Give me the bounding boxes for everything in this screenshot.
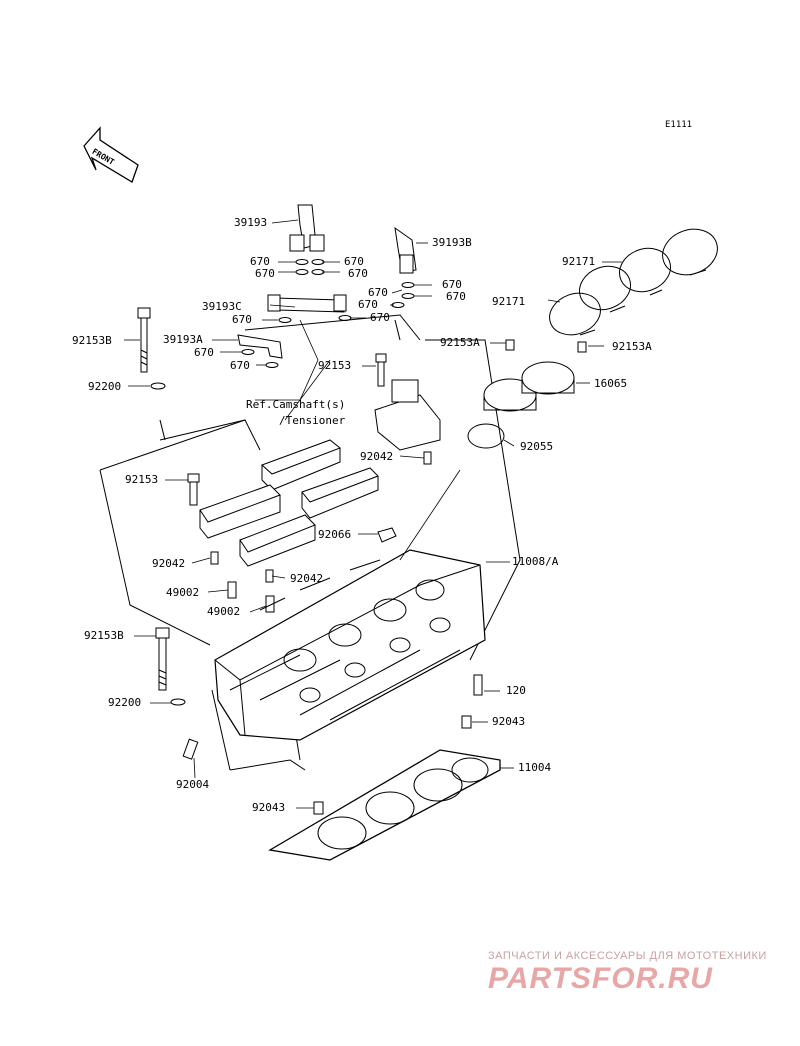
plug-92066 xyxy=(377,527,397,543)
label-670-8: 670 xyxy=(358,298,378,311)
oil-pipe-39193b xyxy=(394,226,417,274)
label-39193c: 39193C xyxy=(202,300,242,313)
label-670-5: 670 xyxy=(442,278,462,291)
label-92153-upper: 92153 xyxy=(318,359,352,372)
label-670-7: 670 xyxy=(446,290,466,303)
guide-49002-a xyxy=(227,581,237,599)
label-39193a: 39193A xyxy=(163,333,203,346)
label-92200-upper: 92200 xyxy=(88,380,122,393)
label-92153a-b: 92153A xyxy=(612,340,652,353)
label-670-4: 670 xyxy=(348,267,368,280)
bolt-92153a-b xyxy=(577,341,587,353)
label-670-10: 670 xyxy=(370,311,390,324)
label-49002-a: 49002 xyxy=(166,586,200,599)
holder-16065 xyxy=(483,361,575,412)
bolt-92153b-upper xyxy=(137,307,151,373)
oil-pipe-39193a xyxy=(237,334,283,359)
label-11008a: 11008/A xyxy=(512,555,559,568)
reference-note-line2: /Tensioner xyxy=(279,414,346,427)
label-92042-c: 92042 xyxy=(290,572,324,585)
oil-pipe-39193 xyxy=(289,204,325,252)
label-92042-b: 92042 xyxy=(152,557,186,570)
label-92171-a: 92171 xyxy=(562,255,596,268)
label-92153-lower: 92153 xyxy=(125,473,159,486)
label-49002-b: 49002 xyxy=(207,605,241,618)
diagram-code: E1111 xyxy=(665,120,693,130)
dowel-92042-a xyxy=(423,451,432,465)
camshaft-caps xyxy=(199,379,441,567)
oil-pipe-39193c xyxy=(267,294,347,313)
washer-92200-upper xyxy=(150,382,166,390)
label-39193b: 39193B xyxy=(432,236,472,249)
dowel-92042-b xyxy=(210,551,219,565)
o-ring-92055 xyxy=(467,423,505,449)
dowel-92043-b xyxy=(313,801,324,815)
bands-92171 xyxy=(549,228,718,336)
label-92055: 92055 xyxy=(520,440,554,453)
bolt-92153-lower xyxy=(187,473,200,506)
label-92171-b: 92171 xyxy=(492,295,526,308)
label-39193: 39193 xyxy=(234,216,268,229)
bolt-92153b-lower xyxy=(155,627,170,691)
label-670-12: 670 xyxy=(230,359,250,372)
label-11004: 11004 xyxy=(518,761,552,774)
label-670-6: 670 xyxy=(368,286,388,299)
dowel-92043-a xyxy=(461,715,472,729)
bolt-120 xyxy=(473,674,483,696)
label-120: 120 xyxy=(506,684,526,697)
stud-92004 xyxy=(182,738,199,760)
label-92066: 92066 xyxy=(318,528,352,541)
label-670-1: 670 xyxy=(250,255,270,268)
bolt-92153-upper xyxy=(375,353,387,387)
head-gasket-11004 xyxy=(268,749,501,861)
label-92153a-a: 92153A xyxy=(440,336,480,349)
reference-note-line1: Ref.Camshaft(s) xyxy=(246,398,346,411)
washer-92200-lower xyxy=(170,698,186,706)
label-92153b-lower: 92153B xyxy=(84,629,124,642)
label-92043-b: 92043 xyxy=(252,801,286,814)
label-16065: 16065 xyxy=(594,377,628,390)
dowel-92042-c xyxy=(265,569,274,583)
bolt-92153a-a xyxy=(505,339,515,351)
label-670-9: 670 xyxy=(232,313,252,326)
watermark-logo: PARTSFOR.RU xyxy=(488,962,713,995)
watermark-tagline: ЗАПЧАСТИ И АКСЕССУАРЫ ДЛЯ МОТОТЕХНИКИ xyxy=(488,950,767,962)
guide-49002-b xyxy=(265,595,275,613)
label-92153b-upper: 92153B xyxy=(72,334,112,347)
label-92200-lower: 92200 xyxy=(108,696,142,709)
label-670-11: 670 xyxy=(194,346,214,359)
label-670-2: 670 xyxy=(255,267,275,280)
front-arrow-icon xyxy=(83,126,139,183)
label-92043-a: 92043 xyxy=(492,715,526,728)
label-670-3: 670 xyxy=(344,255,364,268)
label-92042-a: 92042 xyxy=(360,450,394,463)
leader-lines xyxy=(124,219,622,809)
label-92004: 92004 xyxy=(176,778,210,791)
cylinder-head-11008 xyxy=(214,549,486,741)
